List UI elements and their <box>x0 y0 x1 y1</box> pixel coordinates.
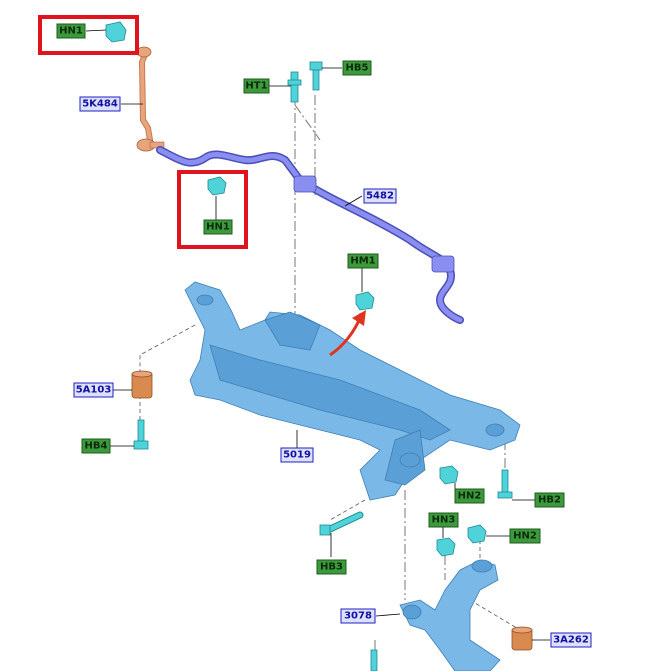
svg-text:3A262: 3A262 <box>553 635 589 646</box>
svg-text:HN2: HN2 <box>513 531 537 542</box>
lower-stud <box>370 649 378 671</box>
hn1-mid-nut <box>207 176 227 196</box>
callout-hn1-mid: HN1 <box>203 219 233 235</box>
svg-text:HN1: HN1 <box>206 222 230 233</box>
callout-3a262: 3A262 <box>550 632 592 648</box>
front-subframe <box>184 281 521 501</box>
svg-text:HT1: HT1 <box>245 81 267 92</box>
hb5-bolt <box>309 61 323 91</box>
svg-text:HB3: HB3 <box>320 562 343 573</box>
stabilizer-link <box>136 46 165 152</box>
hn2-right-nut <box>439 465 459 485</box>
svg-text:3078: 3078 <box>344 611 372 622</box>
callout-hb2: HB2 <box>534 492 565 508</box>
callout-hn2-right: HN2 <box>454 488 485 504</box>
hm1-nut <box>355 291 375 311</box>
svg-text:HB5: HB5 <box>346 63 369 74</box>
hb2-bolt <box>497 469 513 499</box>
svg-text:HN3: HN3 <box>432 515 456 526</box>
svg-text:HN1: HN1 <box>59 26 83 37</box>
hn3-nut <box>436 537 456 557</box>
callout-hb4: HB4 <box>81 438 111 454</box>
svg-text:5K484: 5K484 <box>82 99 118 110</box>
hn1-top-nut <box>105 21 127 43</box>
stabilizer-bar <box>156 146 464 324</box>
svg-text:HB2: HB2 <box>538 495 561 506</box>
callout-hb5: HB5 <box>342 60 372 76</box>
callout-ht1: HT1 <box>243 78 270 94</box>
callout-5019: 5019 <box>280 447 314 463</box>
callout-hn3: HN3 <box>428 512 459 528</box>
bushing-3a262 <box>511 626 533 651</box>
svg-text:5482: 5482 <box>366 191 394 202</box>
callout-3078: 3078 <box>340 608 376 624</box>
callout-5k484: 5K484 <box>79 96 121 112</box>
callout-hn1-top: HN1 <box>56 23 86 39</box>
callout-hn2-low: HN2 <box>509 528 541 544</box>
svg-text:5019: 5019 <box>283 450 311 461</box>
svg-text:HB4: HB4 <box>85 441 108 452</box>
hb3-bolt <box>319 511 364 536</box>
highlight-box-top <box>38 15 139 55</box>
direction-arrow <box>329 310 366 357</box>
hn2-low-nut <box>467 524 487 544</box>
callout-5a103: 5A103 <box>73 382 114 398</box>
lower-control-arm <box>399 559 501 671</box>
svg-text:5A103: 5A103 <box>76 385 112 396</box>
highlight-box-mid <box>177 170 248 249</box>
hb4-bolt <box>133 419 149 450</box>
callout-5482: 5482 <box>363 188 397 204</box>
ht1-stud <box>287 71 302 103</box>
callout-hb3: HB3 <box>316 559 347 575</box>
callout-hm1: HM1 <box>347 253 379 269</box>
svg-text:HN2: HN2 <box>458 491 482 502</box>
bushing-5a103 <box>131 370 153 399</box>
svg-text:HM1: HM1 <box>350 256 375 267</box>
